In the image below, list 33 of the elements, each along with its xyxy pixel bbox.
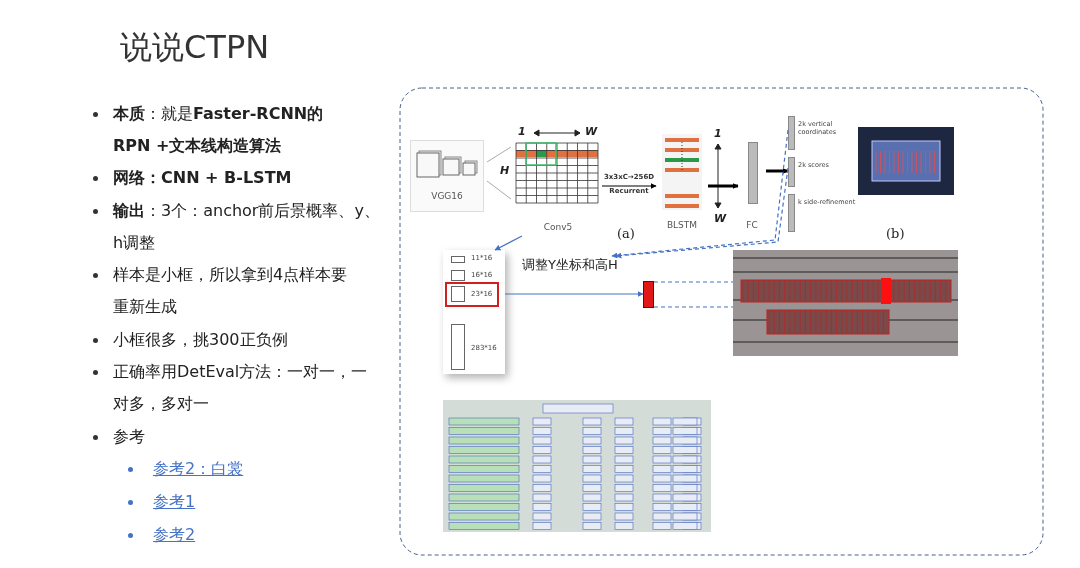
bullet-text: 样本是小框，所以拿到4点样本要重新生成	[113, 264, 349, 318]
node-label: VGG16	[430, 191, 464, 201]
bullet-text: 本质：就是Faster-RCNN的RPN +文本线构造算法	[113, 103, 325, 157]
axis-label: 1	[518, 126, 526, 138]
arrow	[601, 183, 657, 189]
axis-label: W	[714, 213, 727, 225]
arrow	[615, 167, 789, 259]
anchor-panel	[443, 250, 505, 374]
axis-label: W	[585, 126, 598, 138]
node-label: FC	[745, 220, 759, 230]
arrow	[708, 183, 739, 189]
bullet-text: 小框很多，挑300正负例	[113, 329, 289, 351]
node-label: BLSTM	[665, 220, 699, 230]
anchor-bar	[643, 281, 654, 308]
axis-label: 1	[714, 128, 722, 140]
bullet-text: 输出：3个：anchor前后景概率、y、h调整	[113, 200, 381, 254]
arrow	[766, 168, 789, 174]
slide-title: 说说CTPN	[120, 27, 270, 68]
bullet-text: 正确率用DetEval方法：一对一，一对多，多对一	[113, 361, 369, 415]
reference-link: 参考2	[153, 525, 196, 544]
arrow	[494, 235, 523, 251]
figure-caption: (a)	[617, 226, 635, 241]
bullet-text: 参考	[113, 426, 146, 448]
figure-caption: (b)	[886, 226, 905, 241]
arrow	[611, 129, 789, 259]
axis-label: H	[500, 165, 510, 177]
bullet-text: 网络：CNN + B-LSTM	[113, 167, 293, 189]
arrow	[504, 291, 644, 297]
reference-link: 参考1	[153, 492, 196, 511]
annotation-text: 调整Y坐标和高H	[522, 256, 618, 274]
network-block	[410, 140, 484, 212]
reference-link: 参考2：白裳	[153, 459, 244, 478]
node-label: Conv5	[542, 222, 574, 232]
